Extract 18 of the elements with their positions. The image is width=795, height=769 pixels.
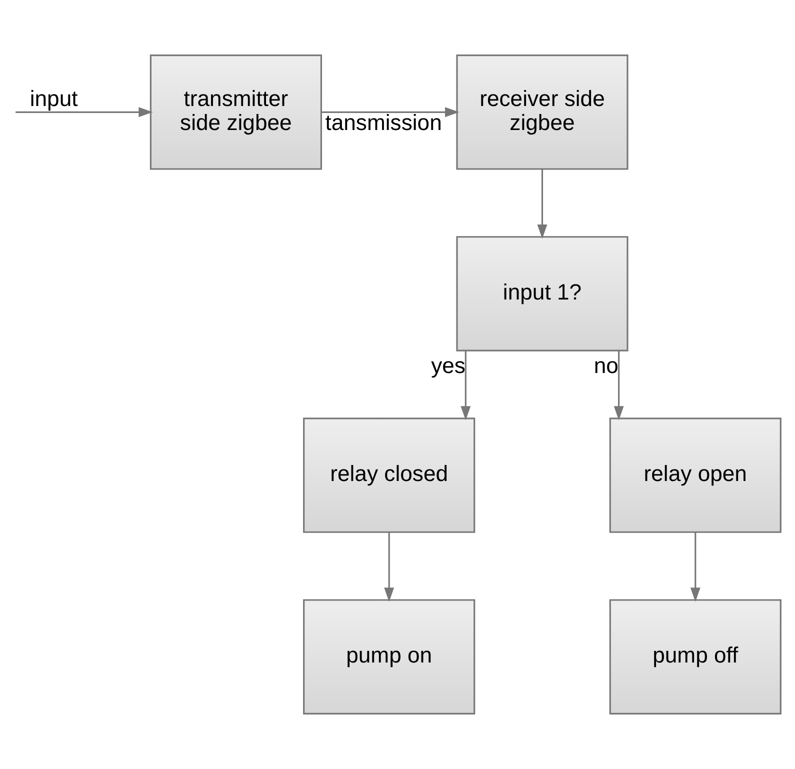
edge-label: no [594, 352, 618, 378]
node-box: relay closed [303, 418, 476, 533]
node-box: pump on [303, 599, 476, 714]
arrow [690, 532, 700, 602]
node-box: relay open [609, 418, 782, 533]
arrow [321, 107, 460, 118]
arrow [460, 350, 471, 420]
arrow [384, 532, 394, 602]
node-box: receiver side zigbee [456, 54, 628, 170]
arrow [614, 350, 624, 420]
edge-label: tansmission [325, 110, 442, 135]
node-box: pump off [609, 599, 782, 714]
edge-label: input [30, 86, 78, 112]
edge-label: yes [431, 352, 466, 378]
node-box: input 1? [456, 236, 628, 352]
arrow [537, 169, 548, 239]
arrow [16, 107, 153, 118]
node-box: transmitter side zigbee [150, 54, 322, 170]
